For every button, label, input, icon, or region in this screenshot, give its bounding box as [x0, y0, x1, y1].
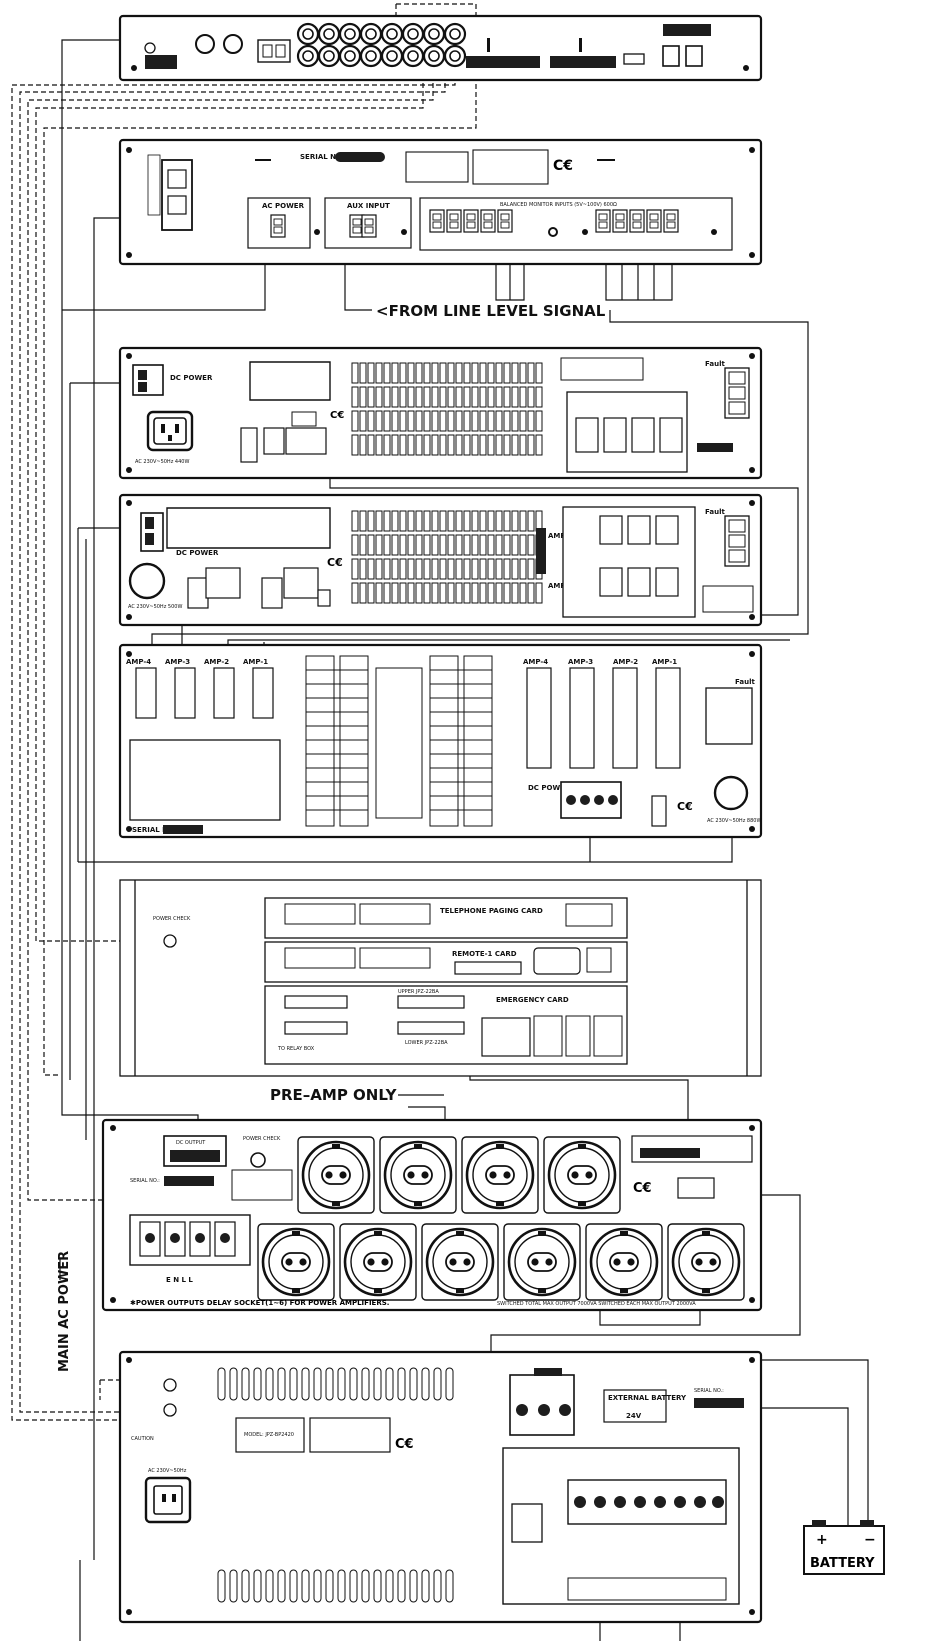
- lower-jpz-label: LOWER JPZ-22BA: [405, 1040, 448, 1046]
- charger-caution-label: CAUTION: [131, 1436, 154, 1442]
- amp-a-dc-power-label: DC POWER: [170, 374, 213, 382]
- monitor-unit: SERIAL NO. C€ AC POWER AUX INPUT BALANCE…: [118, 138, 763, 266]
- amp-quad-dc-power-label: DC POWER: [528, 784, 571, 792]
- amp-quad-fault-label: Fault: [735, 678, 755, 686]
- amp-quad-heatsink-grille: [305, 655, 493, 827]
- external-battery: + − BATTERY: [803, 1520, 885, 1575]
- external-battery-voltage: 24V: [626, 1412, 642, 1420]
- sequencer-footer-label: ✱POWER OUTPUTS DELAY SOCKET(1~6) FOR POW…: [130, 1299, 389, 1307]
- battery-plus-label: +: [816, 1532, 828, 1548]
- amp-quad-right-ch2: AMP-2: [613, 658, 638, 666]
- sequencer-serial-label: SERIAL NO.:: [130, 1178, 160, 1184]
- sequencer-terminal-labels: E N L L: [166, 1276, 193, 1284]
- charger-vent-upper: [217, 1367, 454, 1401]
- monitor-aux-input-label: AUX INPUT: [347, 202, 390, 210]
- monitor-ce-mark: C€: [553, 158, 573, 174]
- to-relay-box-label: TO RELAY BOX: [277, 1046, 315, 1052]
- preamp-unit: [118, 14, 763, 82]
- amp-quad-left-ch4: AMP-4: [126, 658, 151, 666]
- svg-text:C€: C€: [327, 556, 343, 569]
- charger-model-label: MODEL: JPZ-BP2420: [244, 1432, 294, 1438]
- monitor-ac-power-label: AC POWER: [262, 202, 305, 210]
- amp-quad-right-ch4: AMP-4: [523, 658, 548, 666]
- amp-a-ac-spec: AC 230V~50Hz 440W: [135, 459, 189, 465]
- main-ac-power-label: MAIN AC POWER: [57, 1251, 72, 1372]
- battery-charger-unit: CAUTION AC 230V~50Hz MODEL: JPZ-BP2420 C…: [118, 1350, 763, 1624]
- external-battery-label: EXTERNAL BATTERY: [608, 1394, 687, 1402]
- charger-ce-mark: C€: [395, 1437, 414, 1452]
- from-line-level-signal-label: <FROM LINE LEVEL SIGNAL: [376, 302, 606, 320]
- sequencer-power-check-label: POWER CHECK: [243, 1136, 281, 1142]
- amp-quad-right-ch1: AMP-1: [652, 658, 677, 666]
- power-sequencer: DC OUTPUT POWER CHECK SERIAL NO.: C€ E N…: [101, 1118, 763, 1312]
- amp-quad-left-ch1: AMP-1: [243, 658, 268, 666]
- telephone-paging-card-label: TELEPHONE PAGING CARD: [440, 907, 543, 915]
- amplifier-dual: DC POWER AC 230V~50Hz 500W C€ AMP-2 AMP-…: [118, 493, 763, 627]
- amp-b-amp2-label: AMP-2: [548, 532, 573, 540]
- amp-quad-left-ch3: AMP-3: [165, 658, 190, 666]
- sequencer-dc-output-label: DC OUTPUT: [176, 1140, 206, 1146]
- sequencer-footer-right-label: SWITCHED TOTAL MAX OUTPUT 7000VA SWITCHE…: [497, 1301, 696, 1307]
- svg-text:C€: C€: [677, 800, 693, 813]
- card-frame-power-check-label: POWER CHECK: [153, 916, 191, 922]
- remote-card-label: REMOTE-1 CARD: [452, 950, 517, 958]
- amp-quad-ac-spec: AC 230V~50Hz 880W: [707, 818, 761, 824]
- charger-vent-lower: [217, 1569, 454, 1603]
- svg-text:C€: C€: [330, 410, 344, 421]
- upper-jpz-label: UPPER JPZ-22BA: [398, 989, 439, 995]
- amp-b-amp1-label: AMP-1: [548, 582, 573, 590]
- amplifier-single: DC POWER AC 230V~50Hz 440W C€ Fault: [118, 346, 763, 480]
- battery-minus-label: −: [864, 1532, 876, 1548]
- amp-quad-right-ch3: AMP-3: [568, 658, 593, 666]
- amp-b-dc-power-label: DC POWER: [176, 549, 219, 557]
- amp-a-fault-label: Fault: [705, 360, 725, 368]
- amp-b-fault-label: Fault: [705, 508, 725, 516]
- charger-serial-label: SERIAL NO.:: [694, 1388, 724, 1394]
- amp-b-ac-spec: AC 230V~50Hz 500W: [128, 604, 182, 610]
- card-frame: POWER CHECK TELEPHONE PAGING CARD REMOTE…: [119, 879, 762, 1077]
- monitor-serial-label: SERIAL NO.: [300, 153, 344, 161]
- sequencer-ce-mark: C€: [633, 1181, 652, 1196]
- charger-ac-spec: AC 230V~50Hz: [148, 1468, 187, 1474]
- battery-label: BATTERY: [810, 1556, 875, 1571]
- emergency-card-label: EMERGENCY CARD: [496, 996, 569, 1004]
- amp-quad-left-ch2: AMP-2: [204, 658, 229, 666]
- monitor-balanced-inputs-label: BALANCED MONITOR INPUTS (5V~100V) 600Ω: [500, 202, 617, 208]
- amplifier-quad: AMP-4 AMP-3 AMP-2 AMP-1 SERIAL NO.: AMP-…: [118, 643, 763, 839]
- amp-quad-serial-label: SERIAL NO.:: [132, 826, 179, 834]
- pre-amp-only-label: PRE–AMP ONLY: [270, 1086, 398, 1104]
